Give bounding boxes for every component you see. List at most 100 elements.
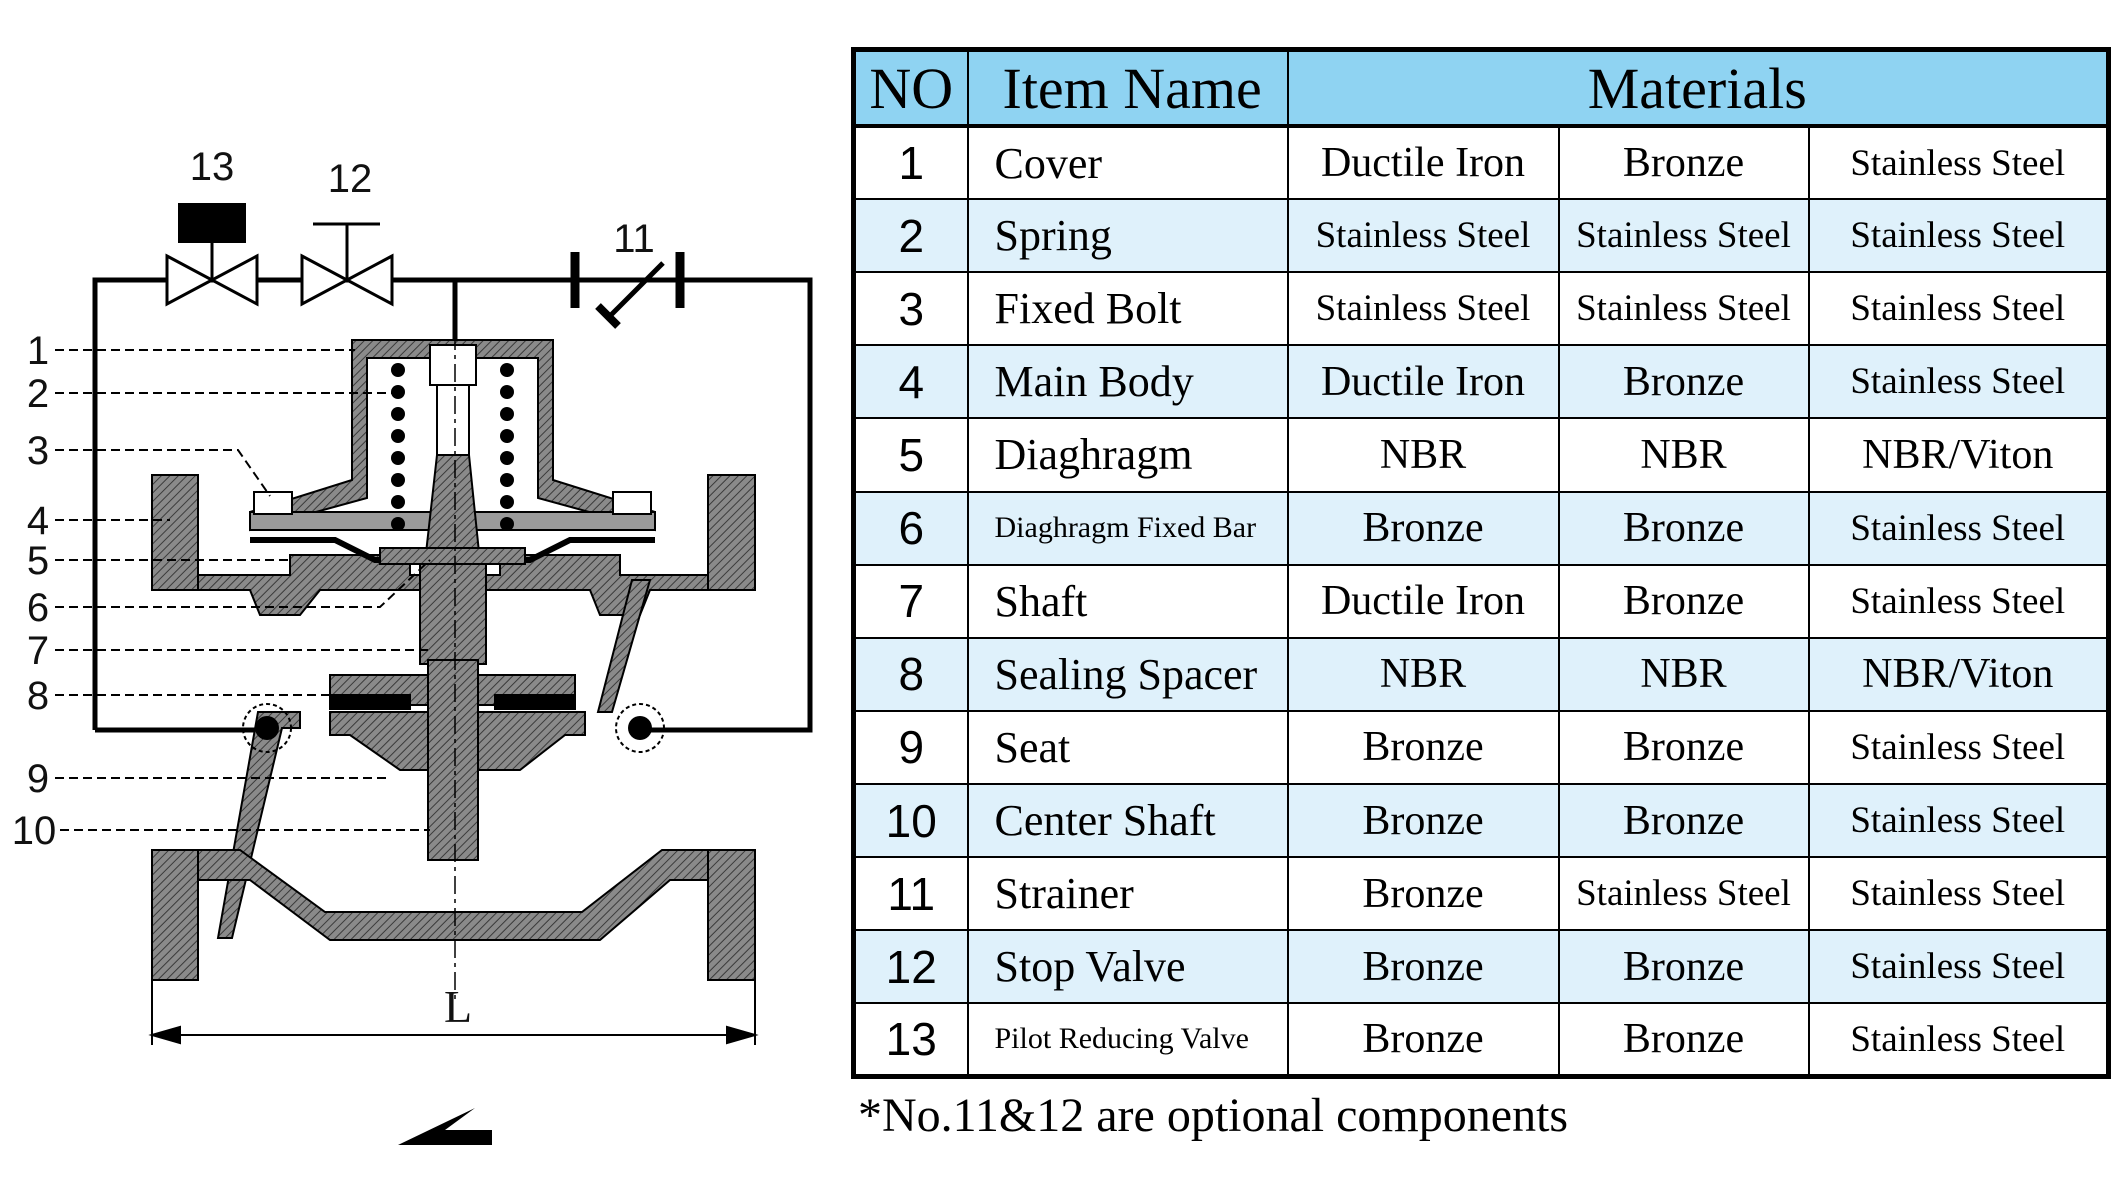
material-cell: Stainless Steel bbox=[1807, 271, 2110, 347]
material-cell: Bronze bbox=[1286, 929, 1560, 1005]
row-number: 9 bbox=[852, 709, 969, 785]
material-cell: Bronze bbox=[1286, 490, 1560, 566]
callout-numbers: 1 2 3 4 5 6 7 8 9 10 11 12 13 bbox=[12, 145, 655, 853]
item-name: Main Body bbox=[966, 344, 1289, 420]
row-number: 4 bbox=[852, 344, 969, 420]
material-cell: Stainless Steel bbox=[1807, 344, 2110, 420]
material-cell: Bronze bbox=[1557, 490, 1810, 566]
row-number: 11 bbox=[852, 856, 969, 932]
row-number: 10 bbox=[852, 782, 969, 859]
valve-body bbox=[151, 474, 756, 981]
material-cell: Bronze bbox=[1286, 782, 1560, 859]
row-number: 1 bbox=[852, 124, 969, 201]
table-header-row: NO Item Name Materials bbox=[852, 48, 2110, 128]
row-number: 5 bbox=[852, 417, 969, 493]
material-cell: Stainless Steel bbox=[1807, 709, 2110, 785]
row-number: 6 bbox=[852, 490, 969, 566]
stop-valve-symbol bbox=[300, 222, 394, 307]
dimension-line bbox=[148, 980, 759, 1045]
row-number: 12 bbox=[852, 929, 969, 1005]
spring-coils bbox=[391, 363, 514, 531]
callout-11: 11 bbox=[613, 217, 655, 261]
callout-5: 5 bbox=[27, 539, 49, 583]
pilot-reducing-valve-symbol bbox=[165, 203, 259, 307]
material-cell: NBR bbox=[1557, 417, 1810, 493]
item-name: Cover bbox=[966, 124, 1289, 201]
header-no: NO bbox=[852, 48, 969, 128]
item-name: Spring bbox=[966, 198, 1289, 274]
callout-9: 9 bbox=[27, 757, 49, 801]
valve-cross-section-diagram: L 1 2 3 4 5 6 7 8 9 10 11 12 13 bbox=[12, 145, 813, 1145]
callout-8: 8 bbox=[27, 674, 49, 718]
material-cell: Stainless Steel bbox=[1807, 929, 2110, 1005]
material-cell: Stainless Steel bbox=[1557, 856, 1810, 932]
material-cell: Ductile Iron bbox=[1286, 124, 1560, 201]
flow-direction-arrow-icon bbox=[398, 1108, 492, 1145]
material-cell: Bronze bbox=[1286, 1002, 1560, 1078]
material-cell: Bronze bbox=[1557, 563, 1810, 639]
material-cell: Bronze bbox=[1557, 1002, 1810, 1078]
material-cell: Ductile Iron bbox=[1286, 563, 1560, 639]
material-cell: NBR bbox=[1557, 636, 1810, 712]
material-cell: Bronze bbox=[1557, 709, 1810, 785]
material-cell: Bronze bbox=[1286, 709, 1560, 785]
material-cell: Bronze bbox=[1557, 782, 1810, 859]
row-number: 2 bbox=[852, 198, 969, 274]
callout-13: 13 bbox=[190, 145, 235, 189]
callout-2: 2 bbox=[27, 372, 49, 416]
material-cell: Bronze bbox=[1557, 344, 1810, 420]
callout-3: 3 bbox=[27, 429, 49, 473]
item-name: Shaft bbox=[966, 563, 1289, 639]
footnote: *No.11&12 are optional components bbox=[858, 1089, 1569, 1142]
material-cell: NBR/Viton bbox=[1807, 417, 2110, 493]
material-cell: Stainless Steel bbox=[1807, 782, 2110, 859]
material-cell: Stainless Steel bbox=[1286, 198, 1560, 274]
material-cell: NBR/Viton bbox=[1807, 636, 2110, 712]
material-cell: Stainless Steel bbox=[1807, 490, 2110, 566]
item-name: Diaghragm Fixed Bar bbox=[966, 490, 1289, 566]
material-cell: NBR bbox=[1286, 636, 1560, 712]
item-name: Fixed Bolt bbox=[966, 271, 1289, 347]
material-cell: Bronze bbox=[1286, 856, 1560, 932]
material-cell: Stainless Steel bbox=[1557, 198, 1810, 274]
material-cell: Bronze bbox=[1557, 124, 1810, 201]
item-name: Seat bbox=[966, 709, 1289, 785]
material-cell: Stainless Steel bbox=[1557, 271, 1810, 347]
fixed-bolts bbox=[253, 491, 652, 515]
callout-4: 4 bbox=[27, 499, 49, 543]
callout-1: 1 bbox=[27, 329, 49, 373]
material-cell: Stainless Steel bbox=[1286, 271, 1560, 347]
item-name: Sealing Spacer bbox=[966, 636, 1289, 712]
material-cell: Stainless Steel bbox=[1807, 124, 2110, 201]
row-number: 8 bbox=[852, 636, 969, 712]
material-cell: Stainless Steel bbox=[1807, 1002, 2110, 1078]
item-name: Center Shaft bbox=[966, 782, 1289, 859]
material-cell: Stainless Steel bbox=[1807, 856, 2110, 932]
material-cell: Stainless Steel bbox=[1807, 563, 2110, 639]
material-cell: Bronze bbox=[1557, 929, 1810, 1005]
strainer-symbol bbox=[570, 252, 685, 329]
item-name: Strainer bbox=[966, 856, 1289, 932]
union-fittings bbox=[242, 703, 665, 753]
material-cell: Stainless Steel bbox=[1807, 198, 2110, 274]
row-number: 3 bbox=[852, 271, 969, 347]
row-number: 7 bbox=[852, 563, 969, 639]
shaft-assembly bbox=[329, 344, 576, 861]
callout-12: 12 bbox=[328, 157, 373, 201]
item-name: Pilot Reducing Valve bbox=[966, 1002, 1289, 1078]
dimension-label: L bbox=[444, 981, 472, 1032]
